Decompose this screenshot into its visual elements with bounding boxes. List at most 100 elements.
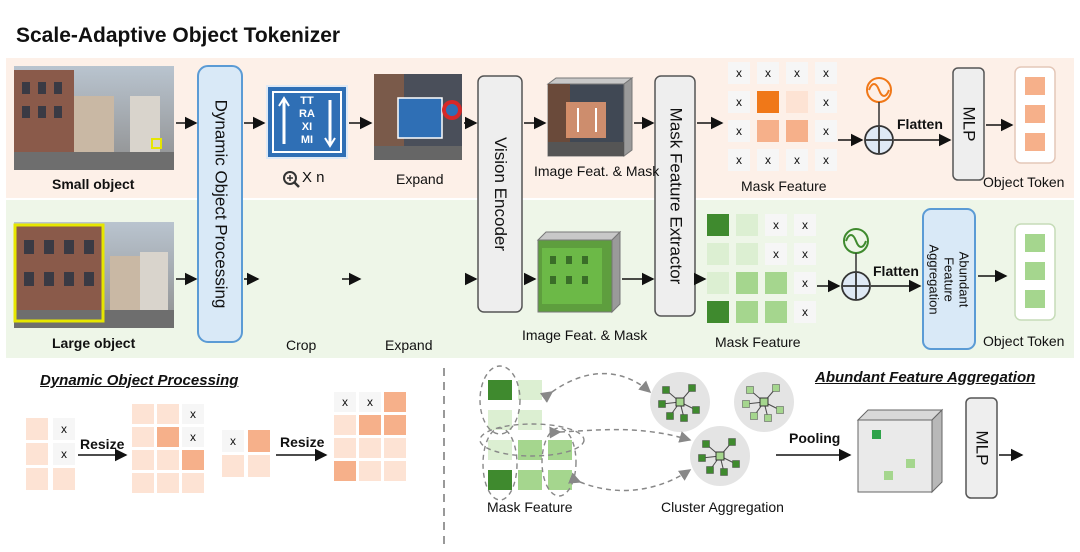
large-mask-cell (765, 214, 787, 236)
large-mask-cell (736, 272, 758, 294)
cluster-member (666, 412, 674, 420)
large-image-feature-cube (536, 230, 622, 314)
bottom-mlp-text: MLP (972, 430, 992, 466)
resize-out-2-cell (384, 461, 406, 481)
aggregation-mask-feature-grid (488, 380, 572, 490)
small-object-label: Small object (52, 176, 135, 192)
resize-out-1-cell (132, 473, 154, 493)
cluster-member (732, 460, 740, 468)
zoom-label: X n (302, 169, 325, 186)
resize-out-1-cell (132, 450, 154, 470)
small-image-feat-label: Image Feat. & Mask (534, 163, 660, 179)
resize-out-1-cell (157, 450, 179, 470)
cluster-member (688, 384, 696, 392)
resize-in-2-cell (222, 455, 244, 477)
resize-in-1-x-mark: x (61, 422, 67, 436)
mask-extractor-block (654, 75, 696, 317)
resize-out-1-x-mark: x (190, 407, 196, 421)
large-mask-cell (707, 214, 729, 236)
large-object-label: Large object (52, 335, 136, 351)
bottom-mlp-block (965, 397, 998, 499)
small-object-photo (14, 66, 174, 170)
large-mask-cell (794, 243, 816, 265)
flow-arrows (176, 116, 1014, 293)
small-expand-image (374, 74, 462, 160)
large-mask-x-mark: x (802, 276, 808, 290)
svg-text:MI: MI (301, 134, 313, 146)
cluster-center (675, 397, 685, 407)
resize-out-2-cell (359, 415, 381, 435)
small-mask-x-mark: x (736, 153, 742, 167)
small-mask-x-mark: x (823, 124, 829, 138)
resize-out-1-cell (132, 427, 154, 447)
resize-out-2-cell (384, 392, 406, 412)
small-object-token-label: Object Token (983, 174, 1065, 190)
cluster-member (706, 466, 714, 474)
small-flatten-symbol (864, 77, 894, 155)
resize-out-2-cell (334, 438, 356, 458)
small-mask-cell (757, 62, 779, 84)
resize-out-1-cell (182, 427, 204, 447)
small-mask-cell (757, 149, 779, 171)
resize-out-1-x-mark: x (190, 430, 196, 444)
dynamic-processing-title: Dynamic Object Processing (40, 372, 239, 389)
small-mask-cell (815, 91, 837, 113)
large-mask-x-mark: x (773, 218, 779, 232)
small-flatten-label: Flatten (897, 116, 943, 132)
cluster-center (759, 397, 769, 407)
resize-out-2-x-mark: x (367, 395, 373, 409)
aggregation-mask-cell (548, 440, 572, 460)
sign-crop-image: TT RA XI MI (266, 85, 348, 159)
small-mask-x-mark: x (794, 153, 800, 167)
small-mlp-text: MLP (959, 106, 979, 142)
large-mask-cell (794, 272, 816, 294)
resize-out-1-cell (157, 404, 179, 424)
cluster-member (776, 406, 784, 414)
small-mask-cell (786, 62, 808, 84)
small-mask-cell (786, 120, 808, 142)
resize-out-2-x-mark: x (342, 395, 348, 409)
large-mask-cell (765, 301, 787, 323)
large-object-token (1014, 223, 1056, 321)
resize-out-1-cell (157, 427, 179, 447)
resize-in-2-cell (248, 430, 270, 452)
crop-label: Crop (286, 337, 317, 353)
resize-in-2-cell (248, 455, 270, 477)
vision-encoder-block (477, 75, 523, 313)
small-mask-cell (728, 120, 750, 142)
small-mask-x-mark: x (823, 95, 829, 109)
pooling-label: Pooling (789, 430, 841, 446)
large-mask-x-mark: x (802, 247, 808, 261)
resize-out-2-cell (384, 415, 406, 435)
large-flatten-symbol (841, 228, 871, 301)
aggregation-mask-cell (488, 470, 512, 490)
resize-output-grid-1: xx (132, 404, 204, 493)
cluster-member (750, 412, 758, 420)
svg-text:RA: RA (299, 108, 315, 120)
small-mask-x-mark: x (823, 66, 829, 80)
pooled-feature-cube (856, 408, 944, 494)
resize-out-2-cell (334, 392, 356, 412)
large-flatten-label: Flatten (873, 263, 919, 279)
resize-in-2-x-mark: x (230, 434, 236, 448)
cluster-member (764, 414, 772, 422)
resize-out-1-cell (132, 404, 154, 424)
large-mask-x-mark: x (802, 218, 808, 232)
small-mask-x-mark: x (765, 153, 771, 167)
small-mask-cell (815, 120, 837, 142)
small-mask-x-mark: x (794, 66, 800, 80)
aggregation-mask-cell (518, 380, 542, 400)
small-mask-x-mark: x (765, 66, 771, 80)
resize-in-2-cell (222, 430, 244, 452)
large-mask-cell (707, 301, 729, 323)
cluster-aggregation-label: Cluster Aggregation (661, 499, 784, 515)
small-mask-feature-label: Mask Feature (741, 178, 827, 194)
aggregation-mask-cell (548, 470, 572, 490)
small-mlp-block (952, 67, 985, 181)
cluster-member (720, 468, 728, 476)
resize-in-1-cell (26, 443, 48, 465)
